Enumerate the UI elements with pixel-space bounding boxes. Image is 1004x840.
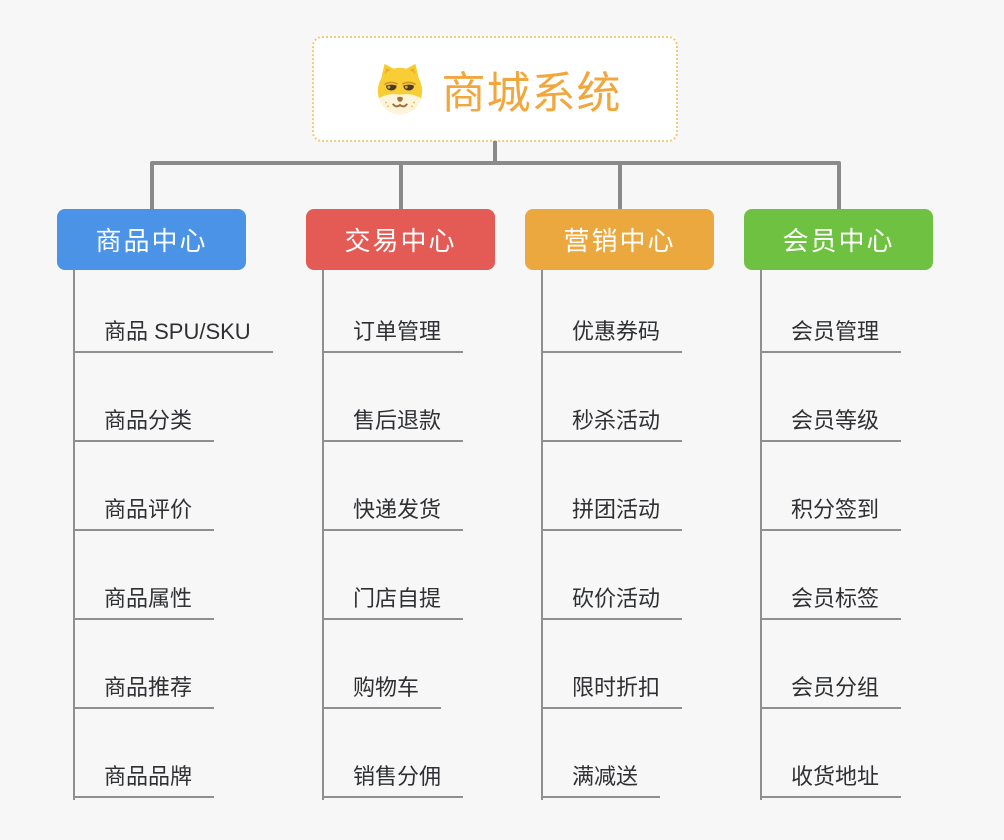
branch-item[interactable]: 满减送 [541,764,661,798]
branch-item[interactable]: 限时折扣 [541,675,683,709]
branch-item[interactable]: 购物车 [322,675,442,709]
root-title: 商城系统 [441,69,622,118]
root-node[interactable]: 商城系统 [312,36,678,142]
connector-branch-vline [541,270,543,800]
connector-root-stem [493,141,497,163]
dog-icon [369,61,431,117]
branch-item[interactable]: 会员等级 [760,408,902,442]
branch-item[interactable]: 砍价活动 [541,586,683,620]
branch-header-1[interactable]: 商品中心 [57,209,246,270]
branch-item[interactable]: 销售分佣 [322,764,464,798]
branch-item[interactable]: 会员管理 [760,319,902,353]
branch-item[interactable]: 商品评价 [73,497,215,531]
connector-branch-vline [760,270,762,800]
branch-item[interactable]: 订单管理 [322,319,464,353]
branch-header-2[interactable]: 交易中心 [306,209,495,270]
branch-item[interactable]: 收货地址 [760,764,902,798]
branch-item[interactable]: 售后退款 [322,408,464,442]
branch-item[interactable]: 商品分类 [73,408,215,442]
branch-item[interactable]: 快递发货 [322,497,464,531]
branch-item[interactable]: 商品推荐 [73,675,215,709]
connector-branch-drop [149,163,154,209]
connector-bus [150,161,841,165]
branch-header-4[interactable]: 会员中心 [744,209,933,270]
branch-item[interactable]: 商品 SPU/SKU [73,319,273,353]
branch-item[interactable]: 商品属性 [73,586,215,620]
connector-branch-vline [73,270,75,800]
connector-branch-drop [398,163,403,209]
branch-item[interactable]: 会员分组 [760,675,902,709]
branch-item[interactable]: 积分签到 [760,497,902,531]
branch-item[interactable]: 门店自提 [322,586,464,620]
branch-item[interactable]: 商品品牌 [73,764,215,798]
connector-branch-drop [617,163,622,209]
branch-header-3[interactable]: 营销中心 [525,209,714,270]
branch-item[interactable]: 优惠券码 [541,319,683,353]
branch-item[interactable]: 会员标签 [760,586,902,620]
branch-item[interactable]: 拼团活动 [541,497,683,531]
connector-branch-drop [836,163,841,209]
connector-branch-vline [322,270,324,800]
branch-item[interactable]: 秒杀活动 [541,408,683,442]
